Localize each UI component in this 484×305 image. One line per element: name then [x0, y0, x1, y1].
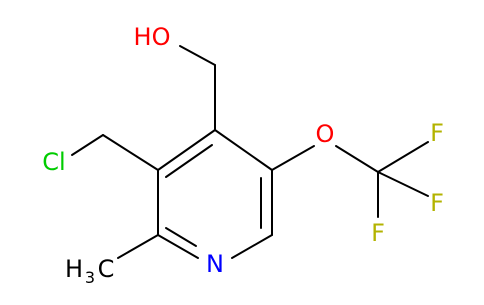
- bond-cf3-f1: [377, 141, 429, 173]
- bond-c3-c4: [157, 129, 216, 171]
- bond-c3-c4-double: [165, 144, 213, 178]
- hydroxyl-label: HO: [134, 23, 171, 51]
- fluorine-label-3: F: [371, 219, 385, 247]
- bond-o-cf3: [335, 145, 379, 173]
- bond-c3-ch2: [102, 134, 159, 171]
- ether-oxygen-label: O: [316, 120, 335, 148]
- bond-n-c2: [157, 234, 199, 259]
- bond-c2-ch3: [117, 234, 159, 259]
- bond-ch2-o: [179, 45, 216, 66]
- bond-c6-n: [231, 234, 273, 259]
- chlorine-label: Cl: [42, 148, 65, 176]
- bond-c5-o: [271, 145, 315, 171]
- fluorine-label-1: F: [430, 119, 444, 147]
- bonds: [71, 45, 429, 259]
- bond-n-c2-double: [165, 227, 197, 247]
- atom-labels: HO Cl O F F F N H 3 C: [42, 23, 444, 287]
- methyl-subscript: 3: [85, 268, 95, 287]
- methyl-h-label: H: [65, 255, 83, 283]
- fluorine-label-2: F: [430, 189, 444, 217]
- nitrogen-label: N: [206, 250, 224, 278]
- methyl-c-label: C: [98, 255, 115, 283]
- bond-cf3-f2: [377, 171, 429, 197]
- bond-c4-c5: [214, 129, 273, 171]
- bond-ch2-cl: [71, 134, 104, 156]
